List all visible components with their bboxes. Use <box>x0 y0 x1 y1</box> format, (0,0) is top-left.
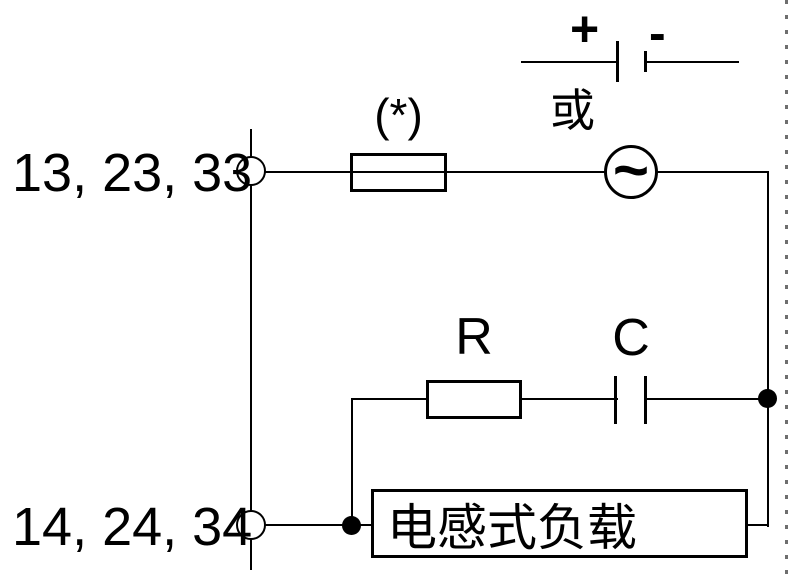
ac-source-symbol: ~ <box>604 136 658 205</box>
inductive-load-box: 电感式负载 <box>371 489 748 558</box>
capacitor-plate-left <box>614 376 617 424</box>
junction-dot-right <box>758 389 777 408</box>
terminal-bottom-label: 14, 24, 34 <box>12 497 253 557</box>
capacitor-gap <box>618 394 645 404</box>
battery-left-lead <box>521 61 616 63</box>
resistor-label: R <box>455 308 493 366</box>
fuse-note-label: (*) <box>374 89 423 141</box>
terminal-top-label: 13, 23, 33 <box>12 143 253 203</box>
inductive-load-label: 电感式负载 <box>387 499 637 556</box>
battery-plus-label: + <box>570 1 600 57</box>
resistor-symbol <box>426 380 522 419</box>
load-right-stub-wire <box>747 524 768 526</box>
left-bus-wire <box>250 129 252 570</box>
battery-right-lead <box>647 61 739 63</box>
bottom-row-wire <box>265 524 373 526</box>
capacitor-plate-right <box>644 376 647 424</box>
rc-branch-drop-wire <box>351 398 353 527</box>
rc-branch-wire <box>352 398 769 400</box>
battery-minus-label: - <box>649 5 666 61</box>
terminal-bottom-circle <box>236 510 266 540</box>
page-edge-dashed-line <box>785 0 788 582</box>
fuse-symbol <box>350 153 447 192</box>
terminal-top-circle <box>236 156 266 186</box>
capacitor-label: C <box>612 309 650 367</box>
top-row-wire <box>265 171 769 173</box>
or-label: 或 <box>550 85 596 136</box>
right-vertical-wire <box>767 171 769 527</box>
ac-tilde-icon: ~ <box>612 135 650 205</box>
battery-positive-plate <box>616 41 619 82</box>
junction-dot-bottom <box>342 516 361 535</box>
battery-negative-plate <box>644 51 647 72</box>
